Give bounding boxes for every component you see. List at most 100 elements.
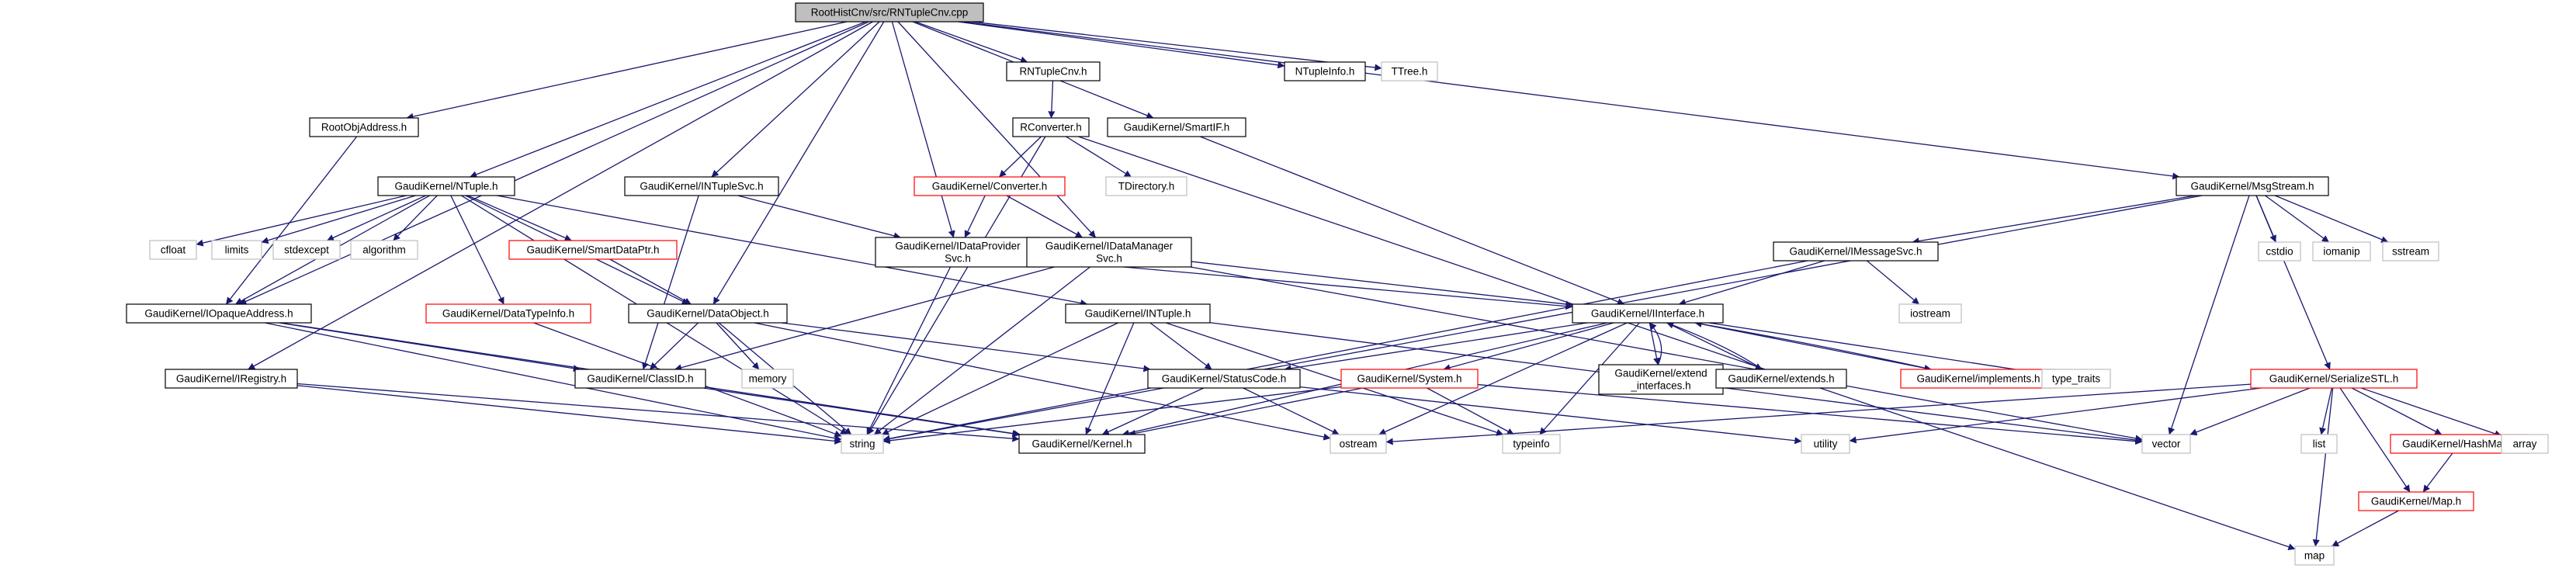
node-label: NTupleInfo.h: [1295, 66, 1355, 78]
node-box: [350, 240, 418, 260]
node-label: GaudiKernel/IDataManager: [1045, 241, 1174, 252]
edge-imessagesvc-to-string: [882, 260, 1808, 442]
edge-extends-to-iinterface: [1666, 321, 1763, 370]
node-box: [126, 303, 312, 324]
edge-idatamanager-to-iinterface: [1191, 261, 1573, 308]
node-box: [628, 303, 788, 324]
node-label: GaudiKernel/DataObject.h: [647, 308, 769, 320]
node-mapgk[interactable]: GaudiKernel/Map.h: [2358, 491, 2474, 511]
node-label: cstdio: [2266, 246, 2293, 258]
edge-root-to-rntuplecnv: [915, 21, 1028, 64]
node-label: ostream: [1340, 438, 1378, 450]
node-extends[interactable]: GaudiKernel/extends.h: [1715, 369, 1847, 389]
edge-implements-to-iinterface: [1694, 320, 1932, 370]
edge-iopaqueaddr-to-string: [265, 322, 842, 442]
node-limits: limits: [211, 240, 262, 260]
edge-serializestl-to-list: [2319, 387, 2332, 435]
node-box: [914, 176, 1066, 196]
node-box: [2141, 434, 2191, 454]
node-box: [1898, 303, 1962, 324]
node-label: GaudiKernel/IRegistry.h: [176, 373, 286, 385]
node-label: GaudiKernel/SerializeSTL.h: [2269, 373, 2399, 385]
node-converter[interactable]: GaudiKernel/Converter.h: [914, 176, 1066, 196]
node-iregistry[interactable]: GaudiKernel/IRegistry.h: [165, 369, 298, 389]
node-serializestl[interactable]: GaudiKernel/SerializeSTL.h: [2250, 369, 2418, 389]
edge-msgstream-to-serializestl: [2255, 195, 2331, 370]
edge-system-to-vector: [1477, 383, 2143, 445]
edge-msgstream-to-imessagesvc: [1912, 195, 2196, 245]
node-iinterface[interactable]: GaudiKernel/IInterface.h: [1572, 303, 1724, 324]
edge-ntuple-to-algorithm: [393, 195, 438, 241]
node-label: list: [2313, 438, 2326, 450]
edge-ntuple-to-stdexcept: [326, 195, 426, 241]
node-box: [1147, 369, 1301, 389]
node-system[interactable]: GaudiKernel/System.h: [1340, 369, 1479, 389]
edge-system-to-string: [882, 386, 1342, 445]
node-dataobject[interactable]: GaudiKernel/DataObject.h: [628, 303, 788, 324]
node-label: Svc.h: [945, 253, 971, 265]
node-root[interactable]: RootHistCnv/src/RNTupleCnv.cpp: [795, 2, 984, 23]
node-label: GaudiKernel/SmartIF.h: [1124, 122, 1230, 133]
edge-dataobject-to-classid: [649, 322, 699, 370]
node-label: string: [849, 438, 875, 450]
edge-iregistry-to-string: [296, 385, 842, 445]
edge-iinterface-to-system: [1443, 322, 1614, 372]
node-smartdataptr[interactable]: GaudiKernel/SmartDataPtr.h: [508, 240, 678, 260]
edge-msgstream-to-sstream: [2274, 195, 2389, 243]
node-rntuplecnv[interactable]: RNTupleCnv.h: [1006, 61, 1101, 81]
node-label: GaudiKernel/IOpaqueAddress.h: [144, 308, 293, 320]
edge-iinterface-to-statuscode: [1284, 322, 1588, 372]
node-label: GaudiKernel/HashMap.h: [2402, 438, 2517, 450]
node-smartif[interactable]: GaudiKernel/SmartIF.h: [1107, 117, 1246, 137]
node-cstdio: cstdio: [2258, 241, 2301, 262]
node-imessagesvc[interactable]: GaudiKernel/IMessageSvc.h: [1773, 241, 1939, 262]
node-box: [1330, 434, 1387, 454]
node-box: [1012, 117, 1090, 137]
node-statuscode[interactable]: GaudiKernel/StatusCode.h: [1147, 369, 1301, 389]
node-box: [1284, 61, 1366, 81]
node-string: string: [841, 434, 884, 454]
node-implements[interactable]: GaudiKernel/implements.h: [1900, 369, 2057, 389]
edge-serializestl-to-hashmap: [2351, 387, 2443, 435]
edge-extendifaces-to-iinterface: [1649, 322, 1662, 365]
edge-imessagesvc-to-iostream: [1866, 260, 1920, 305]
node-label: typeinfo: [1513, 438, 1549, 450]
node-cfloat: cfloat: [149, 240, 197, 260]
edge-root-to-ntuple: [470, 21, 866, 178]
node-intupleh[interactable]: GaudiKernel/INTuple.h: [1065, 303, 1211, 324]
edge-msgstream-to-iomanip: [2265, 195, 2329, 243]
node-ntupleinfo[interactable]: NTupleInfo.h: [1284, 61, 1366, 81]
node-label: GaudiKernel/INTupleSvc.h: [640, 181, 763, 192]
node-intuplesvc[interactable]: GaudiKernel/INTupleSvc.h: [624, 176, 779, 196]
edge-root-to-idatamanager: [897, 21, 1097, 238]
node-utility: utility: [1801, 434, 1850, 454]
node-label: GaudiKernel/SmartDataPtr.h: [526, 244, 659, 256]
node-rootobjaddr[interactable]: RootObjAddress.h: [309, 117, 419, 137]
node-label: GaudiKernel/Map.h: [2371, 496, 2461, 507]
edge-iinterface-to-implements: [1694, 322, 1932, 372]
edge-idatamanager-to-vector: [1190, 266, 2143, 442]
node-label: GaudiKernel/StatusCode.h: [1162, 373, 1287, 385]
node-extendifaces[interactable]: GaudiKernel/extend_interfaces.h: [1598, 364, 1724, 395]
node-ntuple[interactable]: GaudiKernel/NTuple.h: [377, 176, 515, 196]
node-datatypeinfo[interactable]: GaudiKernel/DataTypeInfo.h: [425, 303, 591, 324]
node-label: GaudiKernel/Converter.h: [932, 181, 1048, 192]
node-box: [2312, 241, 2371, 262]
node-msgstream[interactable]: GaudiKernel/MsgStream.h: [2176, 176, 2329, 196]
node-classid[interactable]: GaudiKernel/ClassID.h: [574, 369, 706, 389]
node-rconverter[interactable]: RConverter.h: [1012, 117, 1090, 137]
node-box: [2358, 491, 2474, 511]
node-box: [149, 240, 197, 260]
node-label: RNTupleCnv.h: [1019, 66, 1087, 78]
node-box: [2041, 369, 2111, 389]
edge-idatamanager-to-classid: [674, 266, 1055, 372]
node-label: cfloat: [161, 244, 186, 256]
node-array: array: [2501, 434, 2549, 454]
node-box: [624, 176, 779, 196]
node-iopaqueaddr[interactable]: GaudiKernel/IOpaqueAddress.h: [126, 303, 312, 324]
node-kernel[interactable]: GaudiKernel/Kernel.h: [1018, 434, 1146, 454]
edge-converter-to-idataprovider: [964, 195, 986, 238]
